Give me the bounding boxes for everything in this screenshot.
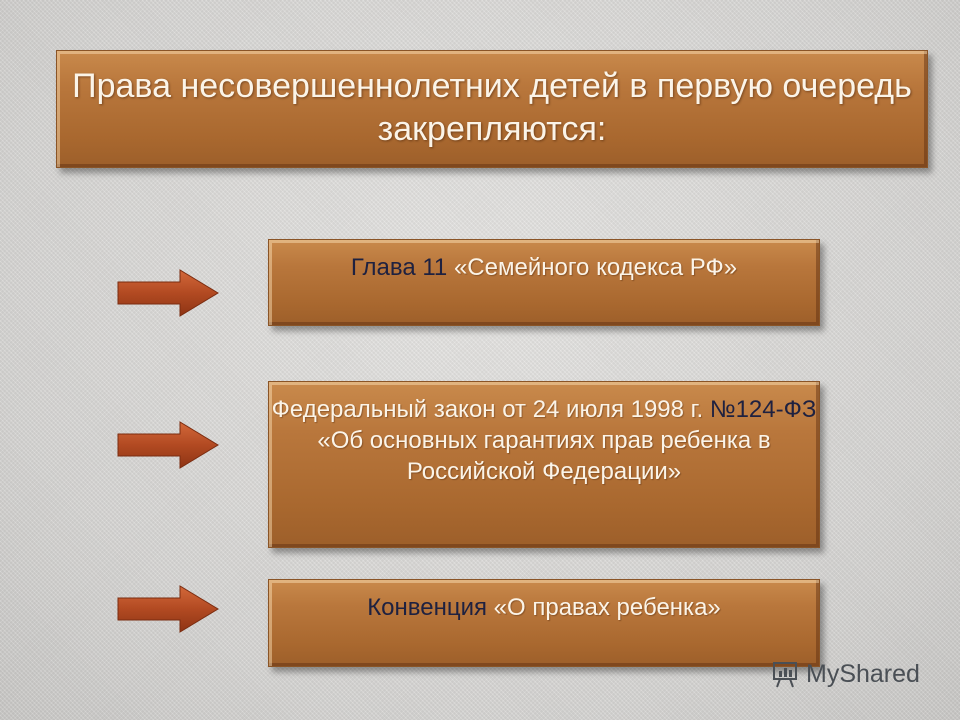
right-arrow-icon [117,269,219,317]
item-text: «Семейного кодекса РФ» [447,254,738,281]
item-box-convention: Конвенция «О правах ребенка» [268,579,820,667]
law-number: №124-ФЗ [709,396,817,423]
item-text: «Об основных гарантиях прав ребенка в Ро… [317,427,771,485]
item-text: «О правах ребенка» [487,594,721,621]
item-box-federal-law: Федеральный закон от 24 июля 1998 г. №12… [268,381,820,548]
item-line-start: Федеральный закон от 24 июля 1998 г. [271,396,710,423]
item-prefix: Конвенция [367,594,488,621]
watermark-label: MyShared [806,659,920,688]
right-arrow-icon [117,585,219,633]
item-box-family-code: Глава 11 «Семейного кодекса РФ» [268,239,820,326]
presentation-board-icon [773,662,797,688]
watermark: MyShared [770,656,920,692]
right-arrow-icon [117,421,219,469]
slide-title: Права несовершеннолетних детей в первую … [72,67,912,148]
title-box: Права несовершеннолетних детей в первую … [56,50,928,168]
item-prefix: Глава 11 [350,254,448,281]
